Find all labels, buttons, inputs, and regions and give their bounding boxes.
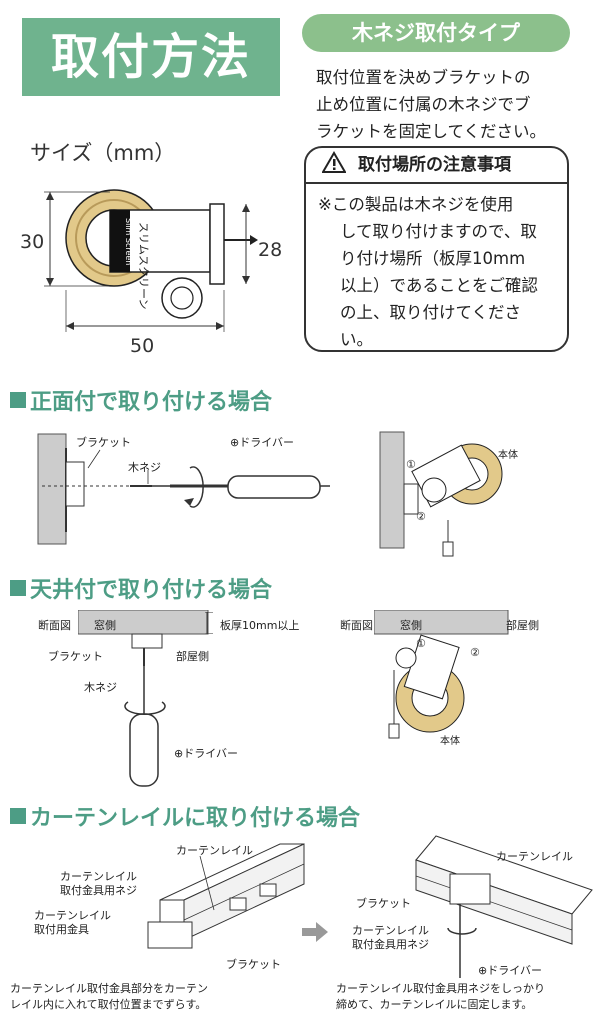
ceiling-step-1: ① bbox=[416, 637, 426, 650]
size-diagram: スリムスクリーン Slim Screen 30 28 50 bbox=[20, 189, 282, 357]
front-step-1: ① bbox=[406, 458, 416, 471]
dim-width: 50 bbox=[130, 335, 154, 357]
rail-diagram-left bbox=[147, 843, 305, 949]
rail-fitting-label-1: カーテンレイル bbox=[34, 909, 111, 922]
section-heading-front: 正面付で取り付ける場合 bbox=[30, 390, 273, 415]
ceiling-section-view-left: 断面図 bbox=[38, 619, 71, 632]
ceiling-driver-label: ⊕ドライバー bbox=[174, 747, 238, 760]
thickness-marker bbox=[205, 612, 213, 634]
notice-box bbox=[304, 146, 569, 352]
notice-divider bbox=[304, 182, 569, 184]
rail-screw-label-left-2: 取付金具用ネジ bbox=[60, 884, 137, 897]
arrow-right-icon bbox=[302, 922, 328, 942]
ceiling-step-2: ② bbox=[470, 646, 480, 659]
mount-type-badge: 木ネジ取付タイプ bbox=[302, 14, 570, 52]
rail-caption-left-2: レイル内に入れて取付位置までずらす。 bbox=[10, 998, 207, 1011]
warning-icon bbox=[322, 151, 346, 173]
ceiling-screw-label: 木ネジ bbox=[84, 681, 117, 694]
rail-label-left: カーテンレイル bbox=[176, 844, 253, 857]
description-line-3: ラケットを固定してください。 bbox=[316, 122, 547, 141]
rail-bracket-label-left: ブラケット bbox=[226, 958, 281, 971]
ceiling-room-side-right: 部屋側 bbox=[506, 619, 539, 632]
ceiling-room-side-left: 部屋側 bbox=[176, 650, 209, 663]
ceiling-bracket-label: ブラケット bbox=[48, 650, 103, 663]
rail-caption-right-2: 締めて、カーテンレイルに固定します。 bbox=[336, 998, 533, 1011]
rail-screw-label-left-1: カーテンレイル bbox=[60, 870, 137, 883]
notice-line-4: 以上）であることをご確認 bbox=[340, 276, 538, 295]
description-line-1: 取付位置を決めブラケットの bbox=[316, 68, 531, 87]
notice-line-5: の上、取り付けてくださ bbox=[340, 303, 522, 322]
notice-line-6: い。 bbox=[340, 330, 373, 349]
front-mount-diagram-right bbox=[379, 431, 503, 557]
ceiling-window-side-left: 窓側 bbox=[94, 619, 116, 632]
front-step-2: ② bbox=[416, 510, 426, 523]
rail-screw-label-right-1: カーテンレイル bbox=[352, 924, 429, 937]
ceiling-window-side-right: 窓側 bbox=[400, 619, 422, 632]
dim-height: 30 bbox=[20, 231, 44, 253]
title-banner bbox=[22, 18, 280, 96]
section-heading-rail: カーテンレイルに取り付ける場合 bbox=[30, 806, 361, 831]
ceiling-thickness-label: 板厚10mm以上 bbox=[220, 619, 300, 632]
notice-title: 取付場所の注意事項 bbox=[358, 155, 511, 175]
ceiling-body-label: 本体 bbox=[440, 736, 460, 747]
ceiling-mount-diagram-left bbox=[78, 610, 209, 787]
notice-line-3: り付け場所（板厚10mm bbox=[340, 249, 526, 268]
section-heading-ceiling: 天井付で取り付ける場合 bbox=[30, 578, 273, 603]
front-driver-label: ⊕ドライバー bbox=[230, 436, 294, 449]
section-marker bbox=[10, 392, 26, 408]
rail-label-right: カーテンレイル bbox=[496, 850, 573, 863]
section-marker bbox=[10, 808, 26, 824]
rail-fitting-label-2: 取付用金具 bbox=[34, 923, 89, 936]
front-screw-label: 木ネジ bbox=[128, 461, 161, 474]
rail-diagram-right bbox=[415, 835, 593, 978]
product-label-en: Slim Screen bbox=[124, 218, 133, 265]
dim-bracket: 28 bbox=[258, 239, 282, 261]
notice-line-1: ※この製品は木ネジを使用 bbox=[318, 195, 514, 214]
rail-caption-left-1: カーテンレイル取付金具部分をカーテン bbox=[10, 982, 208, 995]
rail-caption-right-1: カーテンレイル取付金具用ネジをしっかり bbox=[336, 982, 545, 995]
product-label-jp: スリムスクリーン bbox=[137, 222, 150, 309]
front-bracket-label: ブラケット bbox=[76, 436, 131, 449]
ceiling-section-view-right: 断面図 bbox=[340, 619, 373, 632]
front-mount-diagram-left bbox=[37, 433, 330, 545]
ceiling-mount-diagram-right bbox=[374, 610, 509, 739]
rail-driver-label: ⊕ドライバー bbox=[478, 964, 542, 977]
page-title: 取付方法 bbox=[50, 29, 251, 85]
rail-screw-label-right-2: 取付金具用ネジ bbox=[352, 938, 429, 951]
rail-bracket-label-right: ブラケット bbox=[356, 897, 411, 910]
notice-line-2: して取り付けますので、取 bbox=[340, 222, 537, 241]
size-label: サイズ（mm） bbox=[30, 141, 176, 165]
description-line-2: 止め位置に付属の木ネジでブ bbox=[316, 95, 531, 114]
front-body-label: 本体 bbox=[498, 450, 518, 461]
section-marker bbox=[10, 580, 26, 596]
